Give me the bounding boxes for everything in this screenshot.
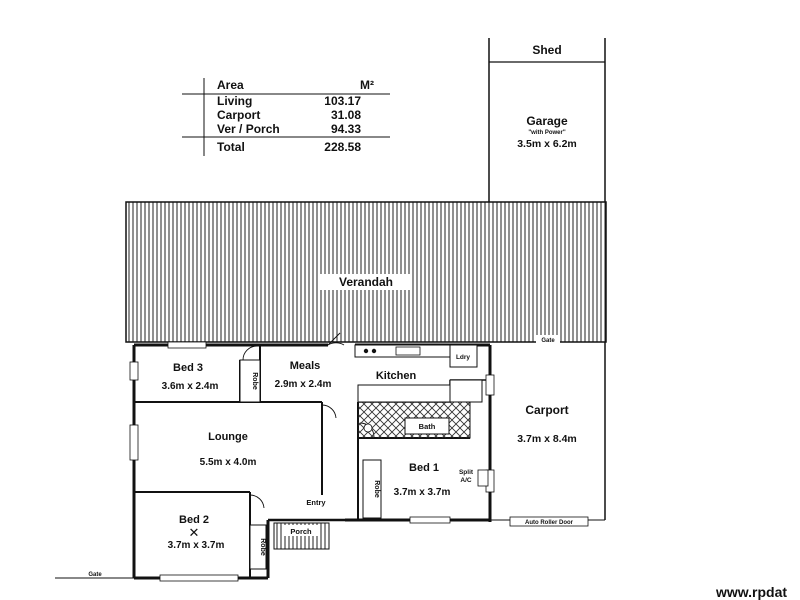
bed1-size: 3.7m x 3.7m [394,487,451,498]
area-row-value: 31.08 [331,108,361,122]
split-ac-label-1: Split [459,469,474,476]
kitchen-fittings: Ldry [354,344,483,403]
watermark: www.rpdat [715,584,787,600]
lounge-label: Lounge [208,431,248,443]
area-table: Area M² Living 103.17 Carport 31.08 Ver … [182,78,390,156]
area-row-label: Living [217,94,252,108]
carport-size: 3.7m x 8.4m [517,433,577,445]
garage-block: Shed Garage "with Power" 3.5m x 6.2m [488,38,606,202]
bed3-label: Bed 3 [173,362,203,374]
verandah: Verandah Gate [125,201,607,344]
split-ac-label-2: A/C [460,477,472,484]
room-labels: Bed 3 3.6m x 2.4m Meals 2.9m x 2.4m Kitc… [162,360,451,551]
auto-roller-door [509,516,589,527]
carport-label: Carport [525,403,568,417]
robe-label: Robe [251,372,258,390]
bathroom: Bath [357,401,471,439]
area-header-unit: M² [360,78,374,92]
split-ac: Split A/C [459,469,489,487]
gate-label: Gate [541,338,555,344]
area-total-label: Total [217,140,245,154]
lounge-size: 5.5m x 4.0m [200,457,257,468]
cooktop-burner-icon [363,348,369,354]
area-row-value: 94.33 [331,122,361,136]
area-row-value: 103.17 [324,94,361,108]
toilet-icon [363,423,373,433]
bed1-label: Bed 1 [409,462,439,474]
carport: Carport 3.7m x 8.4m Auto Roller Door [490,342,606,527]
garage-size: 3.5m x 6.2m [517,138,577,150]
robe-label: Robe [259,538,266,556]
bed3-size: 3.6m x 2.4m [162,381,219,392]
meals-label: Meals [290,360,321,372]
area-row-label: Ver / Porch [217,122,280,136]
area-total-value: 228.58 [324,140,361,154]
robes: Robe Robe Robe [239,359,382,570]
bath-tub [404,417,450,435]
area-row-label: Carport [217,108,260,122]
entry-label: Entry [306,498,326,507]
front-gate: Gate [55,572,134,579]
cooktop-burner-icon [371,348,377,354]
bath-label: Bath [419,422,436,431]
robe-label: Robe [373,480,380,498]
meals-size: 2.9m x 2.4m [275,379,332,390]
laundry-label: Ldry [456,354,470,361]
area-header-label: Area [217,78,244,92]
porch-label: Porch [290,527,312,536]
sink-icon [395,346,421,356]
bed2-size: 3.7m x 3.7m [168,540,225,551]
shed-label: Shed [532,43,561,57]
verandah-label: Verandah [339,275,393,289]
auto-roller-door-label: Auto Roller Door [525,520,574,526]
ceiling-fan-icon: ✕ [189,525,200,540]
porch: Porch Entry [273,498,330,550]
windows [129,341,495,582]
verandah-label-bg [320,274,412,290]
garage-note: "with Power" [528,130,566,136]
front-gate-label: Gate [88,572,102,578]
kitchen-label: Kitchen [376,370,417,382]
garage-label: Garage [526,114,568,128]
bed2-label: Bed 2 [179,514,209,526]
